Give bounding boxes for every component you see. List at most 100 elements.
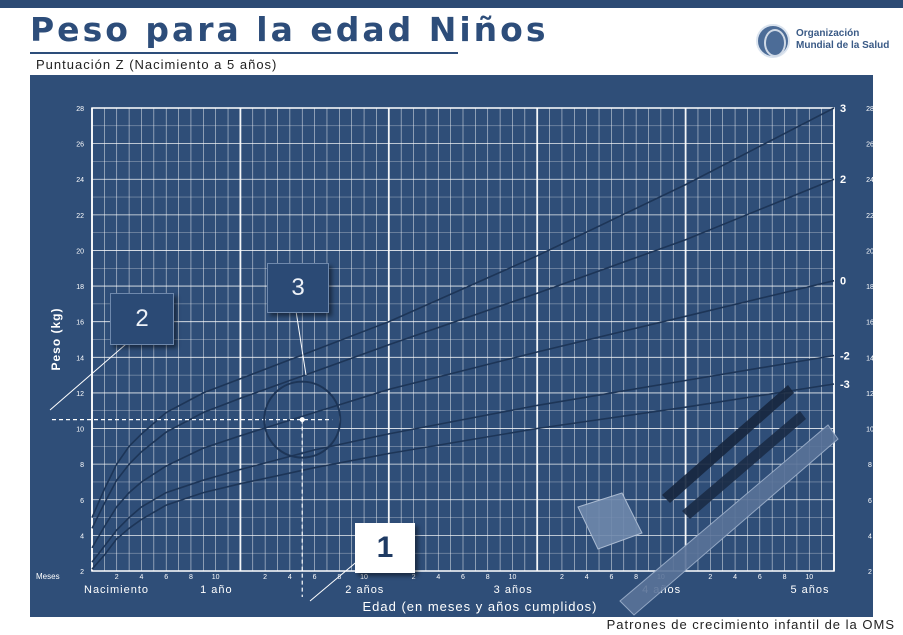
year-label: 3 años <box>494 584 533 596</box>
z-curve--2 <box>91 354 835 563</box>
month-tick: 4 <box>585 574 589 581</box>
year-label: Nacimiento <box>84 584 149 596</box>
y-tick-left: 18 <box>76 284 84 291</box>
grid-lines <box>91 107 835 572</box>
month-tick: 2 <box>263 574 267 581</box>
y-tick-left: 24 <box>76 177 84 184</box>
year-label: 2 años <box>345 584 384 596</box>
y-tick-left: 28 <box>76 106 84 113</box>
z-curve-0 <box>91 279 835 549</box>
page-title: Peso para la edad Niños <box>30 10 549 49</box>
callout-1-leader <box>309 558 361 602</box>
z-score-label: -2 <box>840 351 850 363</box>
y-tick-left: 20 <box>76 248 84 255</box>
month-tick: 10 <box>509 574 517 581</box>
month-tick: 8 <box>486 574 490 581</box>
z-curve-3 <box>91 107 835 518</box>
annotation <box>49 310 361 602</box>
org-name-line2: Mundial de la Salud <box>796 40 890 51</box>
y-tick-right: 14 <box>866 355 873 362</box>
y-tick-left: 14 <box>76 355 84 362</box>
month-tick: 6 <box>164 574 168 581</box>
y-tick-right: 28 <box>866 106 873 113</box>
y-tick-left: 2 <box>80 569 84 576</box>
measurement-circle <box>263 380 342 459</box>
month-tick: 2 <box>708 574 712 581</box>
z-score-label: -3 <box>840 379 850 391</box>
month-tick: 8 <box>337 574 341 581</box>
month-tick: 4 <box>288 574 292 581</box>
y-tick-right: 6 <box>868 498 872 505</box>
org-name: Organización Mundial de la Salud <box>796 28 896 52</box>
callout-3-leader <box>295 310 307 376</box>
y-tick-left: 26 <box>76 142 84 149</box>
month-tick: 6 <box>461 574 465 581</box>
z-score-labels: 3 2 0 -2 -3 <box>840 103 850 391</box>
callout-1: 1 <box>355 523 415 573</box>
month-tick: 2 <box>560 574 564 581</box>
y-tick-right: 24 <box>866 177 873 184</box>
y-tick-left: 10 <box>76 427 84 434</box>
ruler <box>619 424 839 616</box>
z-curve-2 <box>91 178 835 529</box>
z-score-curves <box>91 107 835 570</box>
z-score-label: 0 <box>840 276 846 288</box>
z-score-label: 2 <box>840 174 846 186</box>
x-tick-labels: 246810246810246810246810246810Nacimiento… <box>84 574 829 596</box>
month-tick: 6 <box>758 574 762 581</box>
x-axis-label: Edad (en meses y años cumplidos) <box>362 599 597 614</box>
y-tick-right: 22 <box>866 213 873 220</box>
month-tick: 10 <box>212 574 220 581</box>
who-logo: Organización Mundial de la Salud <box>752 22 902 62</box>
year-label: 1 año <box>200 584 233 596</box>
y-tick-right: 12 <box>866 391 873 398</box>
y-tick-right: 10 <box>866 427 873 434</box>
month-tick: 10 <box>805 574 813 581</box>
pen-2 <box>682 411 806 519</box>
month-tick: 10 <box>360 574 368 581</box>
footer-caption: Patrones de crecimiento infantil de la O… <box>606 617 895 632</box>
month-tick: 2 <box>115 574 119 581</box>
org-name-line1: Organización <box>796 28 860 39</box>
eraser <box>577 492 643 550</box>
z-score-label: 3 <box>840 103 846 115</box>
z-curve--3 <box>91 383 835 570</box>
top-band <box>0 0 903 8</box>
y-tick-left: 6 <box>80 498 84 505</box>
callout-3: 3 <box>267 263 329 313</box>
y-tick-left: 4 <box>80 533 84 540</box>
y-tick-right: 2 <box>868 569 872 576</box>
month-tick: 4 <box>140 574 144 581</box>
pen-ruler-illustration <box>577 385 839 616</box>
y-tick-left: 22 <box>76 213 84 220</box>
y-tick-right: 20 <box>866 248 873 255</box>
month-tick: 8 <box>634 574 638 581</box>
callout-2-leader <box>49 331 141 411</box>
y-axis-label: Peso (kg) <box>49 307 63 370</box>
y-tick-right: 16 <box>866 320 873 327</box>
un-emblem-icon <box>756 24 790 58</box>
y-tick-right: 18 <box>866 284 873 291</box>
month-tick: 6 <box>313 574 317 581</box>
measurement-point <box>299 417 305 423</box>
month-tick: 2 <box>412 574 416 581</box>
y-tick-left: 12 <box>76 391 84 398</box>
month-tick: 6 <box>609 574 613 581</box>
year-label: 5 años <box>790 584 829 596</box>
y-tick-right: 26 <box>866 142 873 149</box>
page-subtitle: Puntuación Z (Nacimiento a 5 años) <box>36 57 278 72</box>
pen-1 <box>662 385 794 503</box>
month-tick: 4 <box>436 574 440 581</box>
month-tick: 8 <box>189 574 193 581</box>
title-underline <box>30 52 458 54</box>
y-tick-left: 8 <box>80 462 84 469</box>
callout-2: 2 <box>110 293 174 345</box>
y-tick-right: 4 <box>868 533 872 540</box>
month-tick: 8 <box>783 574 787 581</box>
months-label: Meses <box>36 572 60 581</box>
y-tick-left: 16 <box>76 320 84 327</box>
month-tick: 4 <box>733 574 737 581</box>
y-tick-right: 8 <box>868 462 872 469</box>
